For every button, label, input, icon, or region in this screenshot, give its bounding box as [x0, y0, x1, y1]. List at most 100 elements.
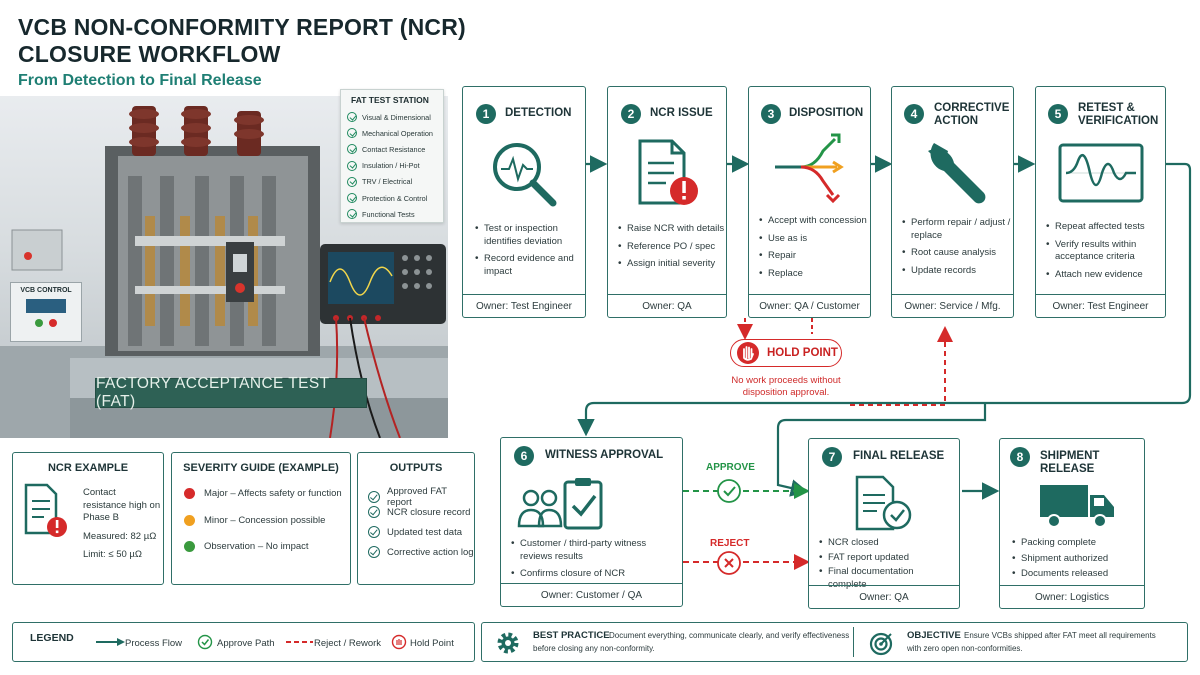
- step-number: 2: [621, 104, 641, 124]
- list-item: Contact resistance high on Phase B: [83, 487, 161, 523]
- branching-arrows-icon: [775, 133, 844, 204]
- step-title: FINAL RELEASE: [853, 450, 945, 462]
- list-item: Replace: [759, 268, 869, 281]
- step-title: NCR ISSUE: [650, 107, 713, 119]
- severity-minor: Minor – Concession possible: [184, 515, 325, 526]
- list-item: Perform repair / adjust / replace: [902, 217, 1012, 242]
- output-item: Approved FAT report: [368, 486, 474, 508]
- wrench-icon: [928, 143, 986, 204]
- list-item: Test or inspection identifies deviation: [475, 223, 579, 248]
- check-icon: [347, 128, 357, 139]
- best-practice-text-2: before closing any non-conformity.: [533, 644, 655, 653]
- list-item: Repair: [759, 250, 869, 263]
- check-icon: [347, 209, 357, 220]
- check-icon: [347, 112, 357, 123]
- approve-check-icon: [717, 479, 741, 503]
- target-icon: [869, 632, 893, 656]
- process-flow-arrow-icon: [96, 638, 125, 646]
- best-practice-bar: BEST PRACTICE Document everything, commu…: [481, 622, 1188, 662]
- list-item: Packing complete: [1012, 537, 1142, 550]
- list-item: Raise NCR with details: [618, 223, 726, 236]
- red-dot-icon: [184, 488, 195, 499]
- green-lamp-icon: [35, 319, 43, 327]
- document-check-icon: [855, 475, 912, 531]
- step-title: SHIPMENT RELEASE: [1040, 450, 1100, 475]
- vcb-control-panel: VCB CONTROL: [10, 282, 82, 342]
- list-item: Assign initial severity: [618, 258, 726, 271]
- document-alert-icon: [638, 139, 698, 205]
- step-owner: Owner: QA / Customer: [749, 294, 870, 317]
- step-title: DETECTION: [505, 107, 572, 119]
- magnifier-icon: [493, 143, 557, 207]
- station-item: Visual & Dimensional: [347, 109, 437, 125]
- list-item: Limit: ≤ 50 µΩ: [83, 549, 142, 560]
- list-item: Documents released: [1012, 568, 1142, 581]
- legend-reject: Reject / Rework: [314, 638, 382, 649]
- card-title: OUTPUTS: [389, 462, 443, 474]
- list-item: Confirms closure of NCR: [511, 568, 681, 581]
- step-title: WITNESS APPROVAL: [545, 449, 664, 461]
- output-item: Corrective action log: [368, 546, 474, 558]
- check-circle-icon: [368, 546, 380, 558]
- waveform-monitor-icon: [1058, 143, 1144, 203]
- step-owner: Owner: QA: [809, 585, 959, 608]
- gear-icon: [497, 632, 519, 654]
- list-item: Repeat affected tests: [1046, 221, 1164, 234]
- step-disposition: 3 DISPOSITION Accept with concession Use…: [748, 86, 871, 318]
- step-number: 7: [822, 447, 842, 467]
- objective-text-1: Ensure VCBs shipped after FAT meet all r…: [964, 631, 1156, 640]
- step-final-release: 7 FINAL RELEASE NCR closed FAT report up…: [808, 438, 960, 609]
- list-item: Final documentation complete: [819, 566, 915, 591]
- list-item: Accept with concession: [759, 215, 869, 228]
- station-item: TRV / Electrical: [347, 174, 437, 190]
- step-title: CORRECTIVE ACTION: [934, 102, 1010, 127]
- check-circle-icon: [368, 506, 380, 518]
- step-corrective-action: 4 CORRECTIVE ACTION Perform repair / adj…: [891, 86, 1014, 318]
- station-item: Mechanical Operation: [347, 125, 437, 141]
- best-practice-title: BEST PRACTICE: [533, 630, 610, 641]
- list-item: Shipment authorized: [1012, 553, 1142, 566]
- ncr-example-card: NCR EXAMPLE Contact resistance high on P…: [12, 452, 164, 585]
- step-owner: Owner: Test Engineer: [1036, 294, 1165, 317]
- hold-point-note: No work proceeds without disposition app…: [731, 375, 841, 398]
- objective-text-2: with zero open non-conformities.: [907, 644, 1023, 653]
- output-item: NCR closure record: [368, 506, 470, 518]
- station-item: Functional Tests: [347, 206, 437, 222]
- step-shipment-release: 8 SHIPMENT RELEASE Packing complete Ship…: [999, 438, 1145, 609]
- list-item: Reference PO / spec: [618, 241, 726, 254]
- step-number: 1: [476, 104, 496, 124]
- legend-bar: LEGEND Process Flow Approve Path Reject …: [12, 622, 475, 662]
- step-number: 6: [514, 446, 534, 466]
- witness-clipboard-icon: [517, 478, 603, 530]
- step-number: 4: [904, 104, 924, 124]
- list-item: Update records: [902, 265, 1012, 278]
- reject-label: REJECT: [710, 538, 750, 549]
- legend-hold: Hold Point: [410, 638, 454, 649]
- fat-test-station-panel: FAT TEST STATION Visual & Dimensional Me…: [340, 89, 444, 223]
- step-witness-approval: 6 WITNESS APPROVAL Customer / third-part…: [500, 437, 683, 607]
- list-item: Customer / third-party witness reviews r…: [511, 538, 681, 563]
- step-number: 3: [761, 104, 781, 124]
- objective-title: OBJECTIVE: [907, 630, 961, 641]
- step-owner: Owner: Test Engineer: [463, 294, 585, 317]
- station-item: Insulation / Hi-Pot: [347, 158, 437, 174]
- legend-title: LEGEND: [30, 632, 74, 644]
- check-icon: [347, 176, 357, 187]
- step-number: 8: [1010, 447, 1030, 467]
- step-title: DISPOSITION: [789, 107, 864, 119]
- reject-x-icon: [717, 551, 741, 575]
- step-title: RETEST & VERIFICATION: [1078, 102, 1159, 127]
- approve-check-icon: [197, 634, 213, 650]
- page-title: VCB NON-CONFORMITY REPORT (NCR) CLOSURE …: [18, 14, 466, 67]
- severity-major: Major – Affects safety or function: [184, 488, 342, 499]
- list-item: Attach new evidence: [1046, 269, 1164, 282]
- card-title: SEVERITY GUIDE (EXAMPLE): [183, 462, 339, 474]
- check-circle-icon: [368, 491, 380, 503]
- green-dot-icon: [184, 541, 195, 552]
- divider: [853, 627, 854, 657]
- step-detection: 1 DETECTION Test or inspection identifie…: [462, 86, 586, 318]
- hold-point-badge: HOLD POINT: [730, 339, 842, 367]
- red-lamp-icon: [49, 319, 57, 327]
- check-icon: [347, 193, 357, 204]
- outputs-card: OUTPUTS Approved FAT report NCR closure …: [357, 452, 475, 585]
